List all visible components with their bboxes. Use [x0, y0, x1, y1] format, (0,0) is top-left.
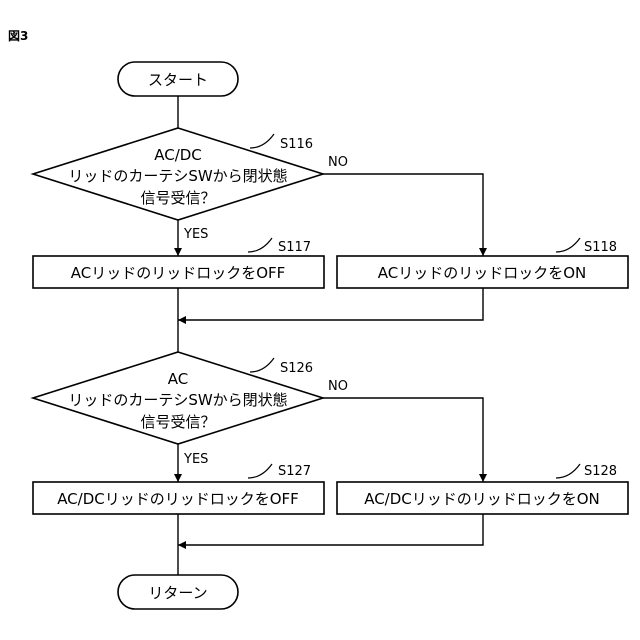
- connector-s118-merge: [178, 288, 483, 320]
- step-leader-s127: [248, 464, 272, 478]
- connector-s128-merge: [178, 514, 483, 545]
- branch-label-s116-no: NO: [328, 155, 348, 170]
- decision-s116-line-1: AC/DC: [154, 146, 202, 164]
- process-s127-label: AC/DCリッドのリッドロックをOFF: [57, 490, 299, 508]
- step-label-s117: S117: [278, 240, 311, 255]
- step-label-s127: S127: [278, 464, 311, 479]
- branch-label-s126-no: NO: [328, 379, 348, 394]
- arrow-s116-no: [323, 174, 483, 256]
- process-s117-label: ACリッドのリッドロックをOFF: [71, 264, 286, 282]
- step-leader-s116: [250, 134, 274, 148]
- step-leader-s126: [250, 358, 274, 372]
- decision-s116-line-2: リッドのカーテシSWから閉状態: [68, 167, 287, 185]
- end-terminal: リターン: [118, 575, 238, 609]
- process-s128-label: AC/DCリッドのリッドロックをON: [364, 490, 600, 508]
- figure-label: 図3: [8, 29, 28, 43]
- decision-s126-line-1: AC: [168, 370, 188, 388]
- start-label: スタート: [148, 71, 208, 89]
- process-s118-label: ACリッドのリッドロックをON: [378, 264, 587, 282]
- decision-s116-line-3: 信号受信？: [140, 189, 215, 207]
- step-leader-s118: [556, 238, 580, 252]
- step-leader-s128: [556, 464, 580, 478]
- decision-s116: AC/DC リッドのカーテシSWから閉状態 信号受信？ S116: [33, 128, 323, 220]
- end-label: リターン: [148, 584, 207, 602]
- step-label-s118: S118: [584, 240, 617, 255]
- branch-label-s126-yes: YES: [183, 452, 208, 467]
- start-terminal: スタート: [118, 62, 238, 96]
- arrow-s126-no: [323, 398, 483, 482]
- decision-s126: AC リッドのカーテシSWから閉状態 信号受信？ S126: [33, 352, 323, 444]
- branch-label-s116-yes: YES: [183, 227, 208, 242]
- step-leader-s117: [248, 238, 272, 252]
- step-label-s116: S116: [280, 137, 313, 152]
- decision-s126-line-2: リッドのカーテシSWから閉状態: [68, 391, 287, 409]
- step-label-s128: S128: [584, 464, 617, 479]
- step-label-s126: S126: [280, 361, 313, 376]
- decision-s126-line-3: 信号受信？: [140, 413, 215, 431]
